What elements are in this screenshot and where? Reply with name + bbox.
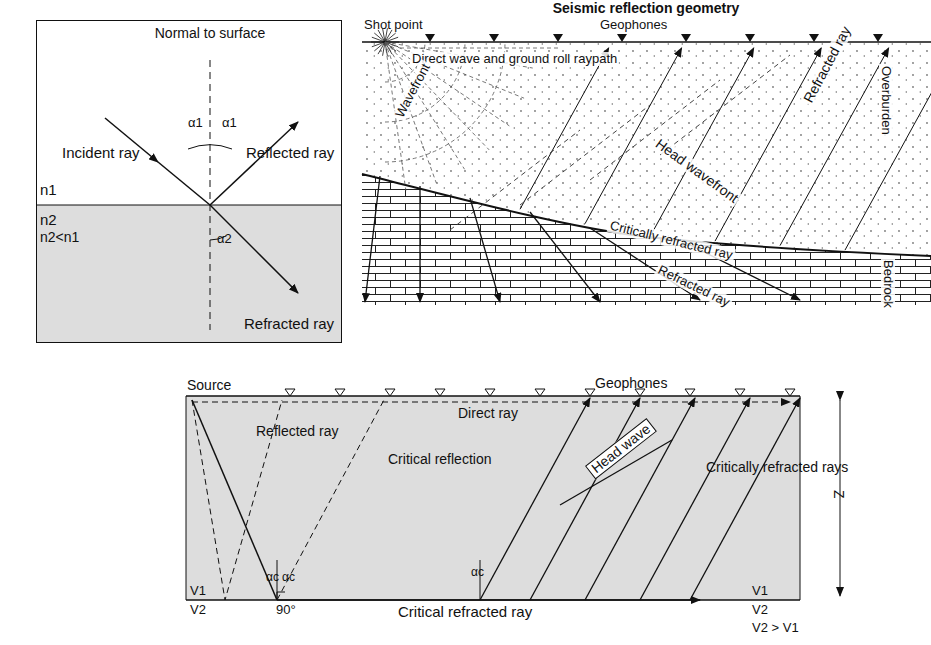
diagram-label: Direct wave and ground roll raypath [410, 52, 619, 66]
diagram-label: α1 [222, 116, 237, 130]
diagram-label: Bedrock [881, 258, 895, 310]
diagram-label: V1 [190, 584, 206, 598]
diagram-label: Source [187, 378, 231, 393]
diagram-label: 90° [276, 603, 296, 617]
diagram-label: α2 [217, 232, 232, 246]
diagram-label: Z [831, 490, 846, 499]
diagram-label: V2 > V1 [752, 621, 799, 635]
diagram-label: Shot point [364, 18, 423, 32]
diagram-label: n2 [40, 212, 57, 229]
diagram-label: V1 [752, 584, 768, 598]
diagram-label: Normal to surface [155, 26, 265, 41]
refraction-panel [36, 21, 342, 344]
diagram-label: n2<n1 [40, 230, 79, 245]
diagram-label: αc [282, 571, 295, 584]
diagram-label: Overburden [879, 64, 893, 137]
diagram-label: V2 [752, 603, 768, 617]
diagram-label: Geophones [595, 376, 667, 391]
diagram-label: Direct ray [455, 406, 521, 421]
diagram-label: Reflected ray [256, 424, 338, 439]
diagram-label: Reflected ray [246, 145, 334, 162]
diagram-label: Refracted ray [244, 316, 334, 333]
critical-refraction-panel [186, 389, 840, 600]
diagram-label: αc [266, 571, 279, 584]
diagram-label: Critical refracted ray [398, 604, 532, 621]
seismic-panel [362, 28, 931, 305]
diagram-label: Incident ray [62, 145, 140, 162]
diagram-label: αc [471, 566, 484, 579]
diagram-label: Geophones [600, 18, 667, 32]
diagram-label: α1 [188, 116, 203, 130]
diagram-label: n1 [40, 182, 57, 199]
panel-title: Seismic reflection geometry [553, 0, 740, 16]
diagram-label: Critical reflection [388, 452, 491, 467]
diagram-label: Critically refracted rays [706, 460, 848, 475]
diagram-label: V2 [190, 603, 206, 617]
